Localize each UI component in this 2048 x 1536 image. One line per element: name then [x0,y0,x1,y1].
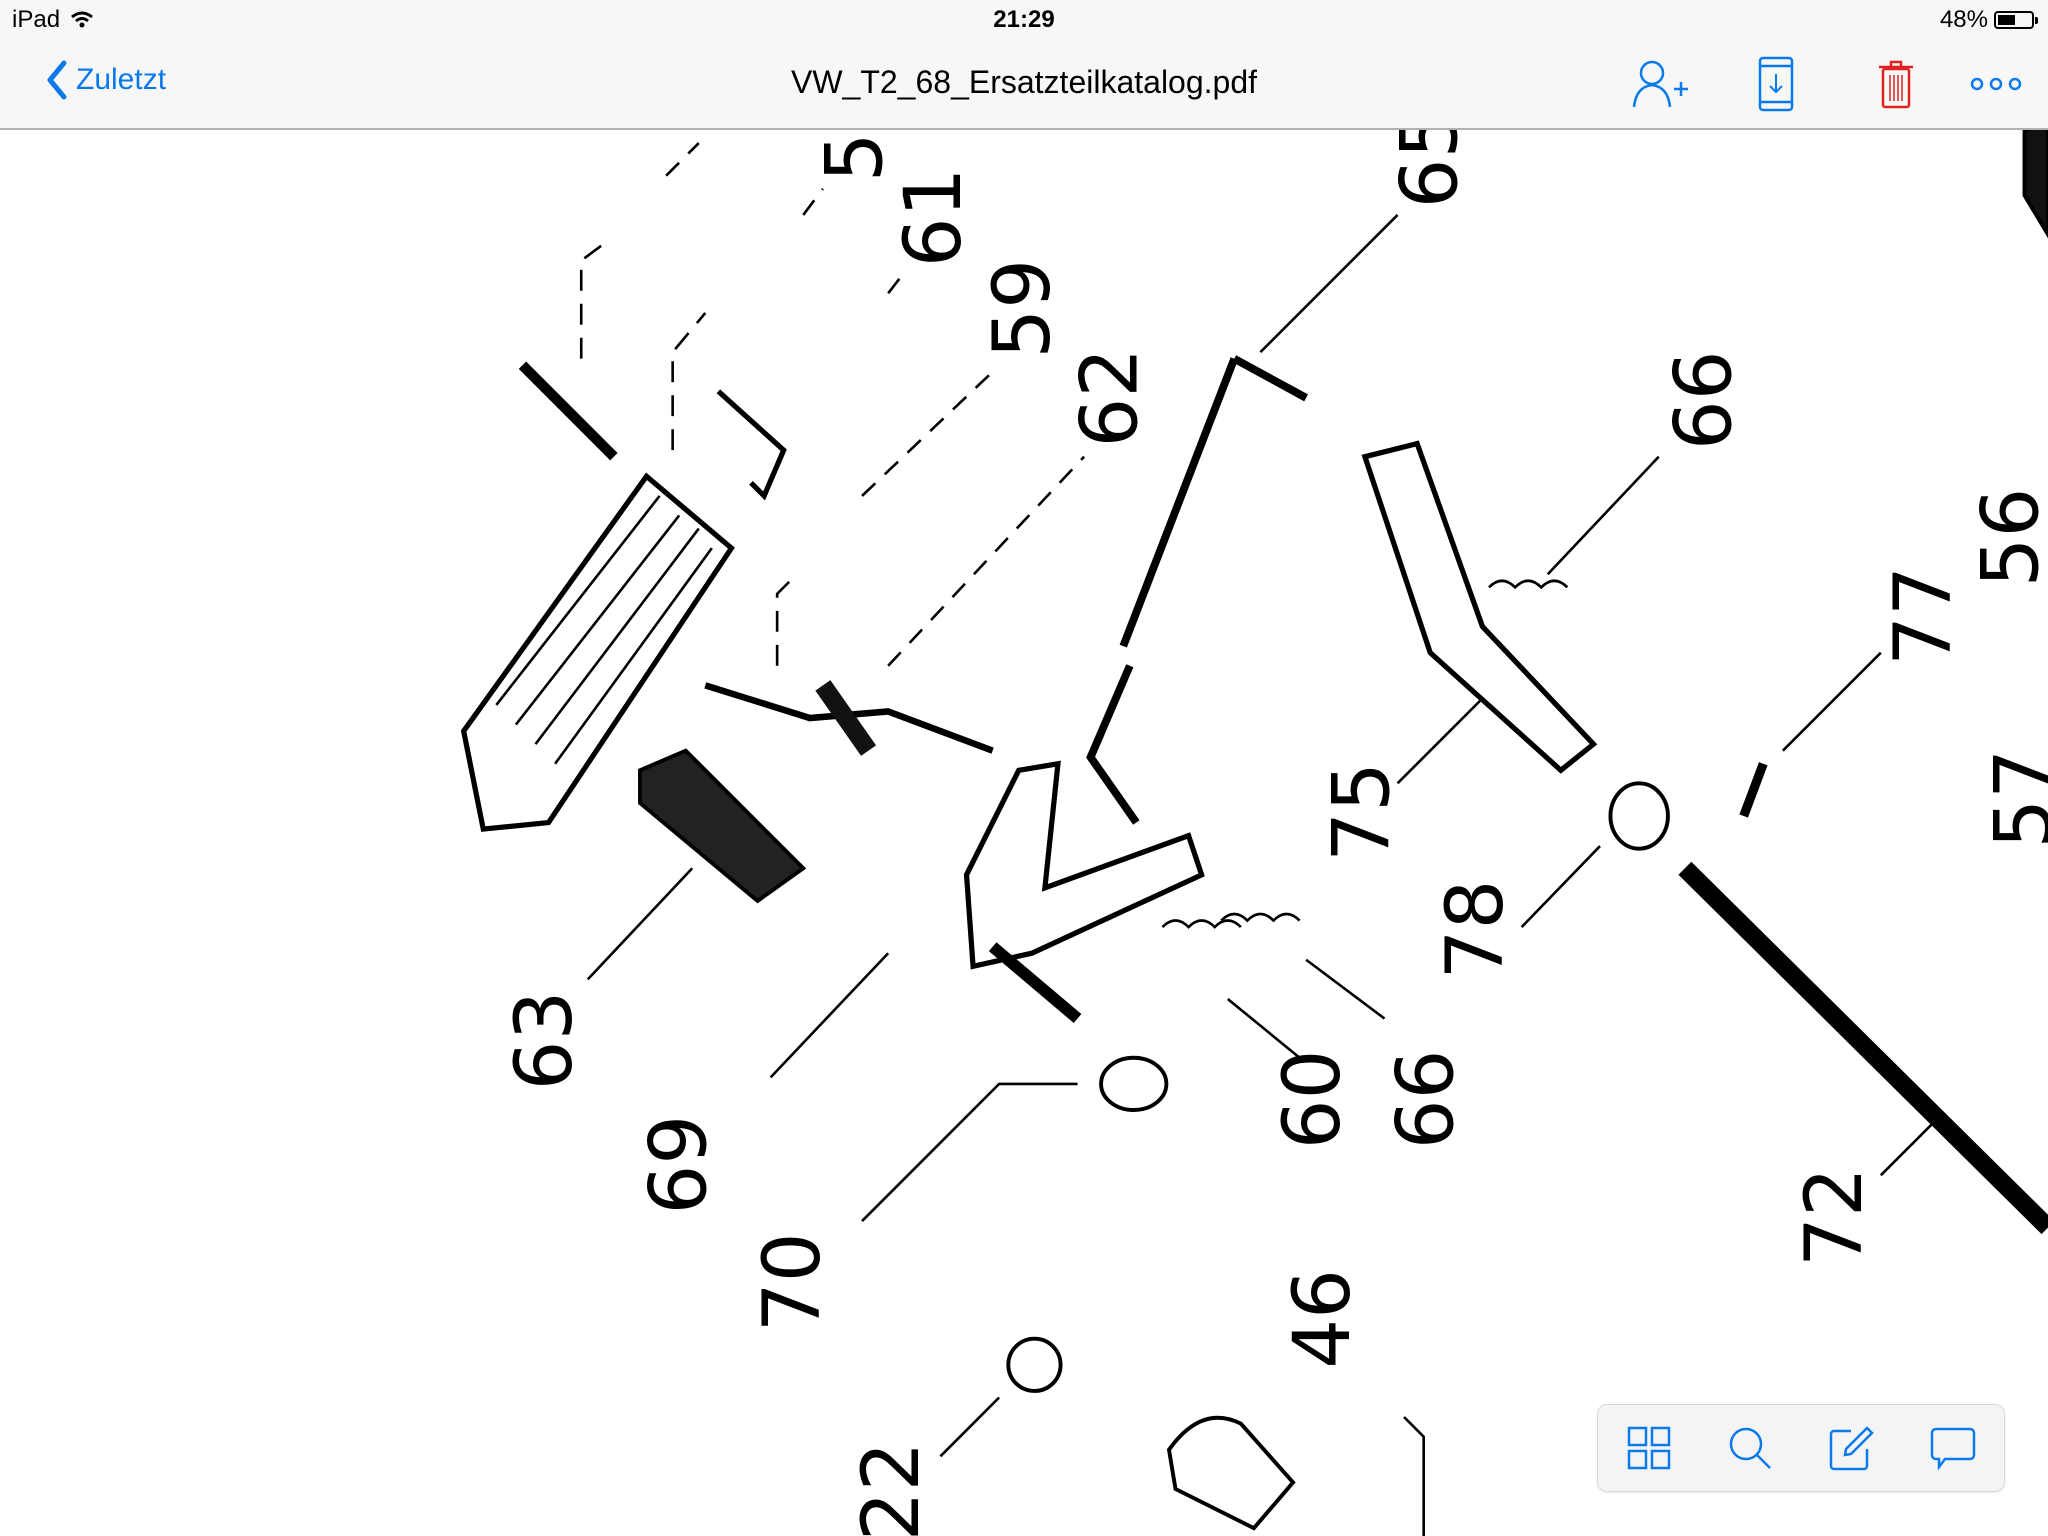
ellipsis-icon [1970,77,2022,91]
part-label: 59 [977,259,1068,359]
document-title: VW_T2_68_Ersatzteilkatalog.pdf [790,64,1258,100]
search-icon [1730,1427,1772,1469]
comment-icon [1931,1427,1976,1471]
back-button[interactable]: Zuletzt [46,60,166,100]
part-number-labels: 58 65 61 59 62 66 56 77 75 57 78 63 69 6… [499,130,2048,1536]
add-person-icon [1632,60,1688,108]
wifi-icon [71,11,93,28]
part-label: 78 [1430,880,1521,980]
delete-button[interactable] [1866,54,1926,114]
annotate-icon [1829,1426,1874,1471]
part-label: 61 [888,167,979,267]
status-bar: iPad 21:29 48% [0,0,2048,40]
parts [460,130,2048,1531]
bottom-toolbar [1597,1404,2005,1492]
part-label: 46 [1277,1269,1368,1369]
part-label: 60 [1267,1049,1358,1149]
part-label: 62 [1064,348,1155,448]
search-button[interactable] [1720,1418,1780,1478]
comment-button[interactable] [1923,1418,1983,1478]
back-label: Zuletzt [76,63,167,96]
thumbnails-icon [1627,1426,1670,1470]
part-label: 69 [633,1115,724,1215]
navigation-bar: Zuletzt VW_T2_68_Ersatzteilkatalog.pdf [0,40,2048,130]
thumbnails-button[interactable] [1619,1418,1679,1478]
part-label: 57 [1979,749,2048,849]
share-button[interactable] [1630,54,1690,114]
part-label: 77 [1878,566,1969,666]
part-label: 72 [1789,1167,1880,1267]
part-label: 66 [1659,350,1750,450]
save-to-device-icon [1758,56,1794,112]
part-label: 70 [747,1232,838,1332]
trash-icon [1879,60,1913,109]
part-label: 56 [1966,488,2048,588]
part-label: 58 [810,130,901,182]
annotate-button[interactable] [1822,1418,1882,1478]
device-name: iPad [12,6,61,33]
spring-coils [1161,579,1569,929]
save-button[interactable] [1746,54,1806,114]
parts-diagram[interactable]: 58 65 61 59 62 66 56 77 75 57 78 63 69 6… [0,130,2048,1536]
part-label: 22 [846,1441,937,1536]
battery-percent: 48% [1939,6,1988,33]
clock: 21:29 [993,6,1055,33]
leader-lines [579,142,1934,1536]
part-label: 65 [1384,130,1475,208]
battery-icon [1994,11,2038,29]
part-label: 63 [499,991,590,1091]
chevron-left-icon [47,60,67,100]
part-label: 66 [1380,1049,1471,1149]
part-label: 75 [1316,762,1407,862]
more-button[interactable] [1966,54,2026,114]
